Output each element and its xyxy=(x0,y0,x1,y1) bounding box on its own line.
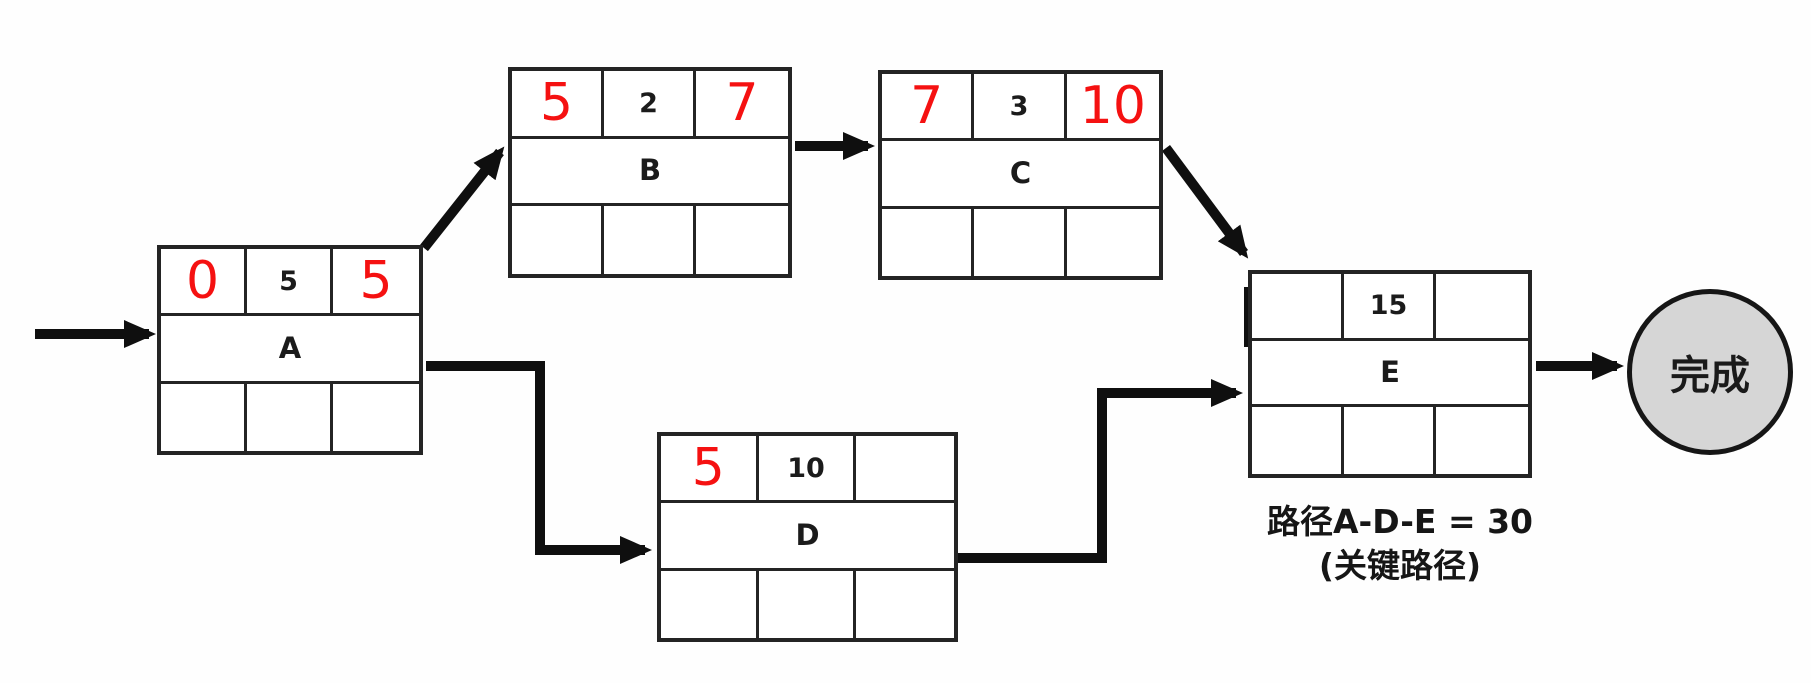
node-C-late-finish xyxy=(1067,209,1159,276)
node-C-late-start xyxy=(882,208,975,276)
node-E-late-start xyxy=(1252,407,1344,474)
node-E-late-finish xyxy=(1436,407,1528,474)
node-D-duration: 10 xyxy=(758,436,857,504)
finish-node: 完成 xyxy=(1627,289,1793,455)
node-A-late-start xyxy=(161,383,247,451)
node-B-label: B xyxy=(512,139,788,207)
node-B-early-finish: 7 xyxy=(696,71,788,139)
node-D-late-finish xyxy=(856,571,954,638)
node-A-late-finish xyxy=(333,384,419,451)
node-D-early-start: 5 xyxy=(661,436,759,504)
node-C-early-start: 7 xyxy=(882,74,975,142)
node-D-slack xyxy=(759,570,857,638)
node-C-label: C xyxy=(882,141,1159,209)
node-C-slack xyxy=(974,208,1067,276)
node-D-label: D xyxy=(661,503,954,571)
node-E-duration: 15 xyxy=(1344,274,1436,341)
activity-node-C: 7 3 10 C xyxy=(878,70,1163,280)
node-E-early-start xyxy=(1252,274,1344,341)
node-B-duration: 2 xyxy=(604,71,696,139)
arrow-A-to-B xyxy=(420,146,505,252)
node-E-slack xyxy=(1344,407,1436,474)
node-A-early-finish: 5 xyxy=(333,249,419,317)
activity-node-D: 5 10 D xyxy=(657,432,958,642)
node-A-slack xyxy=(247,383,333,451)
node-B-early-start: 5 xyxy=(512,71,604,139)
node-B-slack xyxy=(604,206,696,274)
node-A-duration: 5 xyxy=(247,249,333,317)
arrow-C-to-E xyxy=(1161,145,1249,259)
node-C-duration: 3 xyxy=(974,74,1067,142)
node-A-early-start: 0 xyxy=(161,249,247,317)
node-A-label: A xyxy=(161,316,419,384)
node-E-early-finish xyxy=(1436,274,1528,341)
node-C-early-finish: 10 xyxy=(1066,74,1159,142)
node-D-late-start xyxy=(661,570,759,638)
node-B-late-start xyxy=(512,206,604,274)
caption-path-total: 路径A-D-E = 30 xyxy=(1266,502,1534,541)
activity-node-B: 5 2 7 B xyxy=(508,67,792,278)
activity-node-A: 0 5 5 A xyxy=(157,245,423,455)
arrow-A-to-D xyxy=(426,361,652,564)
caption-critical-path-note: (关键路径) xyxy=(1318,546,1482,585)
critical-path-caption: 路径A-D-E = 30 (关键路径) xyxy=(1170,500,1630,588)
finish-node-label: 完成 xyxy=(1670,353,1750,399)
arrow-D-to-E xyxy=(958,379,1243,563)
node-E-label: E xyxy=(1252,341,1528,408)
node-D-early-finish xyxy=(856,436,954,504)
activity-node-E: 15 E xyxy=(1248,270,1532,478)
node-B-late-finish xyxy=(696,206,788,274)
